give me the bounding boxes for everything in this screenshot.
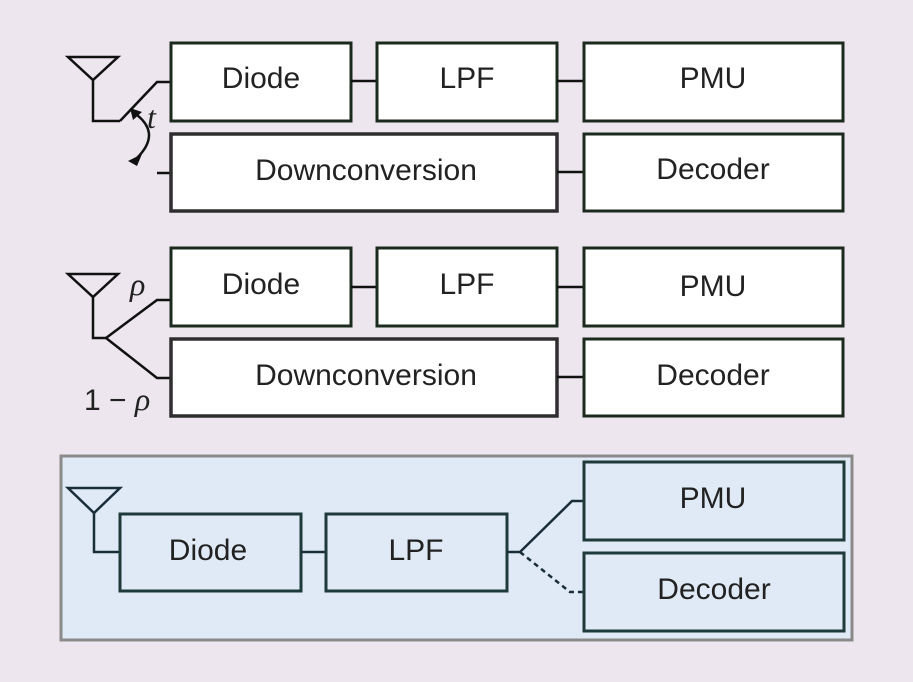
- pmu-block: [582, 41, 845, 123]
- diode-label: Diode: [169, 534, 247, 567]
- antenna-icon: [64, 272, 122, 340]
- complementary-ratio-label: 1 − ρ: [84, 381, 150, 417]
- pmu-label: PMU: [680, 270, 747, 303]
- arrowhead-icon: [130, 108, 142, 120]
- decoder-block: [582, 551, 846, 633]
- time-switch: t: [119, 80, 170, 175]
- power-splitting-receiver: ρ 1 − ρ Diode LPF PMU Downconversion Dec…: [64, 246, 845, 418]
- switch-label-t: t: [147, 99, 157, 135]
- arrowhead-icon: [128, 154, 142, 166]
- decoder-label: Decoder: [656, 359, 769, 392]
- downconversion-block: [169, 132, 559, 213]
- diode-label: Diode: [222, 268, 300, 301]
- antenna-icon: [64, 486, 124, 554]
- time-switching-receiver: t Diode LPF PMU Downconversion Decoder: [64, 41, 845, 213]
- downconversion-block: [169, 337, 559, 418]
- decoder-block: [582, 337, 845, 418]
- integrated-receiver: Diode LPF PMU Decoder: [59, 454, 854, 642]
- pmu-label: PMU: [680, 482, 747, 515]
- downconversion-label: Downconversion: [255, 154, 477, 187]
- lpf-block: [324, 512, 509, 593]
- pmu-block: [582, 460, 846, 542]
- lpf-label: LPF: [388, 534, 443, 567]
- lpf-block: [375, 246, 559, 328]
- decoder-block: [582, 132, 845, 213]
- downconversion-label: Downconversion: [255, 359, 477, 392]
- diode-block: [169, 41, 353, 123]
- splitting-ratio-label: ρ: [129, 266, 145, 302]
- decoder-label: Decoder: [656, 153, 769, 186]
- diode-block: [118, 512, 303, 593]
- decoder-label: Decoder: [657, 573, 770, 606]
- lpf-label: LPF: [439, 268, 494, 301]
- power-path-connector: [507, 499, 584, 554]
- power-splitter: ρ 1 − ρ: [84, 266, 170, 417]
- pmu-block: [582, 246, 845, 328]
- diode-label: Diode: [222, 62, 300, 95]
- information-path-connector: [519, 551, 584, 594]
- antenna-icon: [64, 55, 122, 123]
- lpf-label: LPF: [439, 62, 494, 95]
- pmu-label: PMU: [680, 62, 747, 95]
